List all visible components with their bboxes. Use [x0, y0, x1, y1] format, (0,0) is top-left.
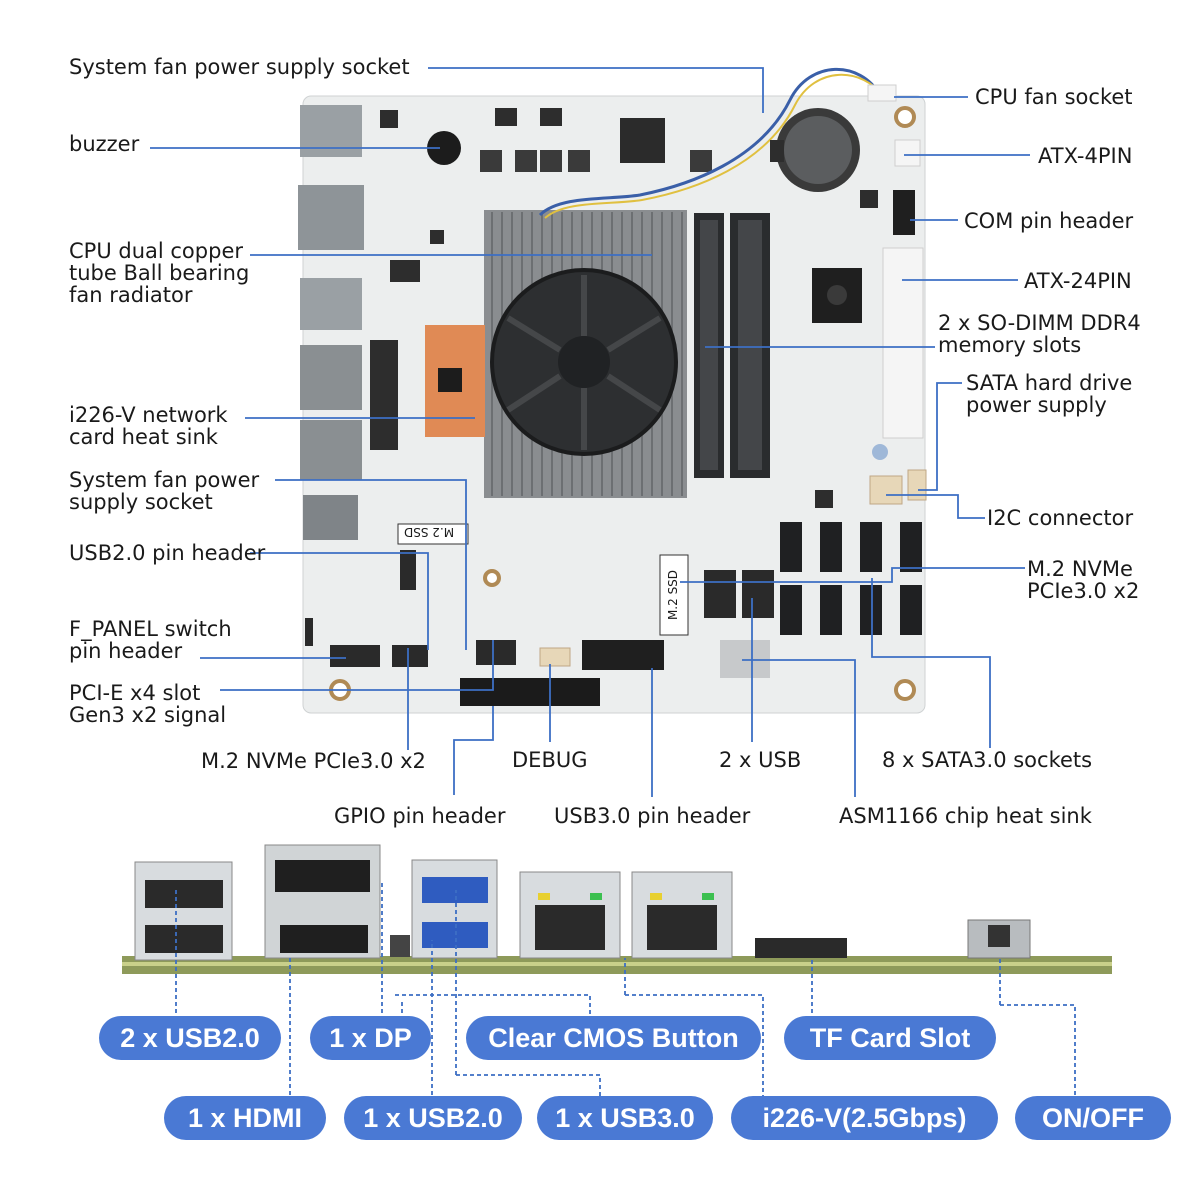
board-usb3-stack — [300, 278, 362, 330]
pill-clear-cmos: Clear CMOS Button — [466, 1016, 761, 1060]
board-com-header — [893, 190, 915, 235]
board-usb3-header — [582, 640, 664, 670]
m2-ssd-board-text-1: M.2 SSD — [404, 525, 455, 539]
board-sata-power — [907, 469, 927, 501]
callout-pcie-slot: PCI-E x4 slot Gen3 x2 signal — [69, 681, 227, 727]
board-usb-stack — [300, 105, 362, 157]
board-debug-header — [539, 647, 571, 667]
callout-fpanel: F_PANEL switch pin header — [69, 617, 232, 663]
board-internal-usb-1 — [704, 570, 736, 618]
callout-sata-power: SATA hard drive power supply — [966, 371, 1133, 417]
board-i2c — [869, 475, 903, 505]
callout-2x-usb: 2 x USB — [719, 748, 802, 772]
board-tf-slot — [303, 495, 358, 540]
callout-usb2-header: USB2.0 pin header — [69, 541, 266, 565]
callout-com-header: COM pin header — [964, 209, 1134, 233]
io-tf-slot — [755, 938, 847, 958]
pill-i226v: i226-V(2.5Gbps) — [731, 1096, 998, 1140]
io-leader-lines — [175, 880, 1076, 1102]
m2-ssd-board-text-2: M.2 SSD — [666, 569, 681, 621]
leader-lines — [150, 67, 1030, 797]
pill-1x-dp: 1 x DP — [310, 1016, 431, 1060]
callout-m2-nvme-bottom: M.2 NVMe PCIe3.0 x2 — [201, 749, 426, 773]
callout-sys-fan-mid: System fan power supply socket — [69, 468, 260, 514]
callout-buzzer: buzzer — [69, 132, 140, 156]
callout-sys-fan-top: System fan power supply socket — [69, 55, 410, 79]
pill-tf-card: TF Card Slot — [784, 1016, 996, 1060]
callout-atx4: ATX-4PIN — [1038, 144, 1133, 168]
board-gpio-header — [476, 640, 516, 665]
board-m2-slot-2 — [659, 554, 689, 636]
io-cmos-button — [390, 935, 410, 957]
board-asm-heatsink — [720, 640, 770, 678]
pill-2x-usb20: 2 x USB2.0 — [99, 1016, 281, 1060]
callout-network-heatsink: i226-V network card heat sink — [69, 403, 228, 449]
board-internal-usb-2 — [742, 570, 774, 618]
callout-cpu-radiator: CPU dual copper tube Ball bearing fan ra… — [69, 239, 250, 307]
board-usb2-header — [392, 645, 428, 667]
board-cpu-fan-conn — [867, 84, 897, 102]
pill-1x-usb30: 1 x USB3.0 — [537, 1096, 713, 1140]
pill-1x-hdmi: 1 x HDMI — [164, 1096, 326, 1140]
callout-atx24: ATX-24PIN — [1024, 269, 1132, 293]
board-rj45-1 — [300, 345, 362, 410]
board-m2-slot-1 — [397, 523, 469, 545]
board-buzzer — [427, 131, 461, 165]
callout-sata-sockets: 8 x SATA3.0 sockets — [882, 748, 1093, 772]
pill-1x-usb20: 1 x USB2.0 — [344, 1096, 522, 1140]
board-dp-stack — [298, 185, 364, 250]
callout-usb3-header: USB3.0 pin header — [554, 804, 751, 828]
callout-m2-nvme-right: M.2 NVMe PCIe3.0 x2 — [1027, 557, 1140, 603]
callout-debug: DEBUG — [512, 748, 588, 772]
board-fpanel-header — [330, 645, 380, 667]
board-atx24 — [882, 247, 924, 439]
board-atx4 — [894, 139, 921, 167]
callout-sodimm: 2 x SO-DIMM DDR4 memory slots — [938, 311, 1141, 357]
board-rj45-2 — [300, 420, 362, 480]
board-pcie-slot — [460, 678, 600, 706]
callout-gpio: GPIO pin header — [334, 804, 506, 828]
callout-i2c: I2C connector — [987, 506, 1134, 530]
callout-cpu-fan: CPU fan socket — [975, 85, 1133, 109]
pill-onoff: ON/OFF — [1015, 1096, 1171, 1140]
callout-asm-heatsink: ASM1166 chip heat sink — [839, 804, 1092, 828]
